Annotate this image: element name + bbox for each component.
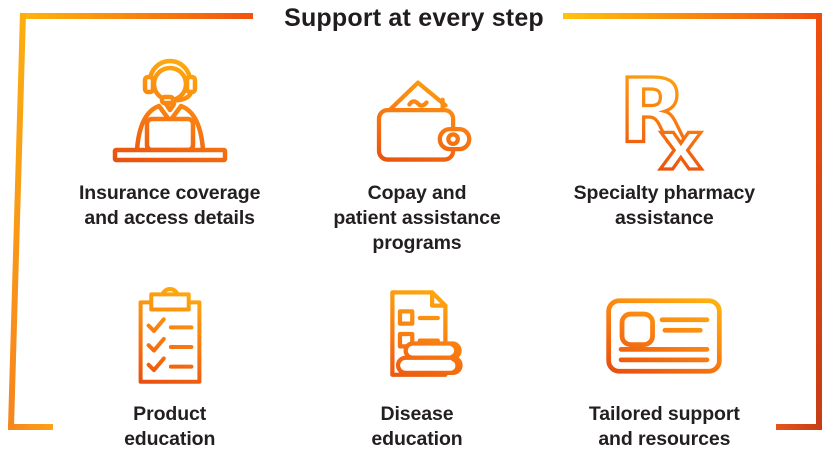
- page-title: Support at every step: [284, 4, 544, 32]
- rx-letter-r: R: [619, 59, 687, 162]
- support-item-label: Insurance coverage and access details: [78, 182, 261, 229]
- support-grid-row-2: Product education: [46, 272, 788, 452]
- support-item-tailored-support: Tailored support and resources: [541, 272, 788, 452]
- support-item-insurance: Insurance coverage and access details: [46, 50, 293, 256]
- border-left-segment: [8, 12, 26, 428]
- support-item-label: Tailored support and resources: [588, 403, 740, 450]
- support-item-copay: Copay and patient assistance programs: [293, 50, 540, 256]
- support-item-label: Specialty pharmacy assistance: [573, 182, 755, 229]
- support-item-label: Disease education: [371, 403, 463, 450]
- document-books-icon: [364, 272, 470, 393]
- rx-icon: R x: [614, 50, 714, 172]
- wallet-icon: [360, 50, 474, 172]
- support-item-specialty-pharmacy: R x Specialty pharmacy assistance: [541, 50, 788, 256]
- rx-letter-x: x: [660, 107, 703, 172]
- id-card-icon: [602, 272, 726, 393]
- support-item-disease-education: Disease education: [293, 272, 540, 452]
- support-item-product-education: Product education: [46, 272, 293, 452]
- support-agent-icon: [109, 50, 231, 172]
- clipboard-checklist-icon: [121, 272, 219, 393]
- support-item-label: Product education: [124, 403, 216, 450]
- support-item-label: Copay and patient assistance programs: [333, 182, 501, 254]
- support-grid-row-1: Insurance coverage and access details: [46, 50, 788, 256]
